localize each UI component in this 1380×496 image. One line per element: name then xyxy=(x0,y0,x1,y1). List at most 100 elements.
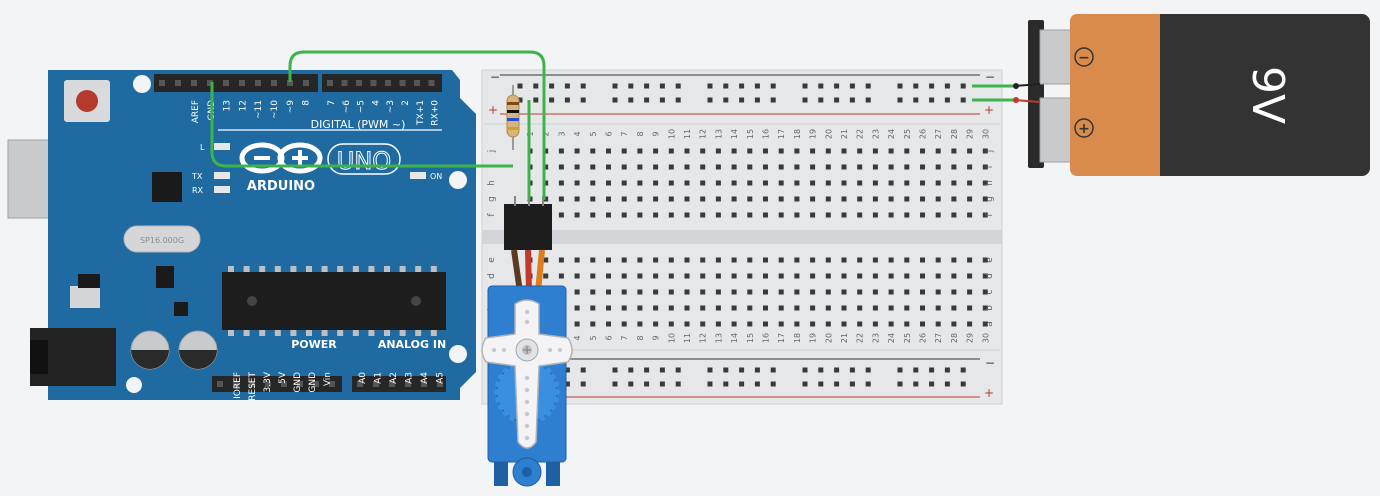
breadboard-hole[interactable] xyxy=(731,164,737,170)
breadboard-hole[interactable] xyxy=(747,196,753,202)
breadboard-hole[interactable] xyxy=(960,381,966,387)
breadboard-hole[interactable] xyxy=(628,381,634,387)
breadboard-hole[interactable] xyxy=(715,196,721,202)
breadboard-hole[interactable] xyxy=(841,257,847,263)
breadboard-hole[interactable] xyxy=(935,257,941,263)
breadboard-hole[interactable] xyxy=(612,381,618,387)
breadboard-hole[interactable] xyxy=(731,180,737,186)
breadboard-hole[interactable] xyxy=(802,367,808,373)
breadboard-hole[interactable] xyxy=(888,273,894,279)
breadboard-hole[interactable] xyxy=(967,321,973,327)
breadboard-hole[interactable] xyxy=(818,83,824,89)
breadboard-hole[interactable] xyxy=(675,83,681,89)
breadboard-hole[interactable] xyxy=(590,212,596,218)
breadboard-hole[interactable] xyxy=(778,180,784,186)
breadboard-hole[interactable] xyxy=(897,97,903,103)
breadboard-hole[interactable] xyxy=(982,164,988,170)
breadboard-hole[interactable] xyxy=(888,212,894,218)
breadboard-hole[interactable] xyxy=(628,83,634,89)
breadboard-hole[interactable] xyxy=(904,305,910,311)
breadboard-hole[interactable] xyxy=(929,381,935,387)
breadboard-hole[interactable] xyxy=(723,381,729,387)
breadboard-hole[interactable] xyxy=(564,367,570,373)
breadboard-hole[interactable] xyxy=(590,196,596,202)
header-pin-hole[interactable] xyxy=(303,80,309,86)
breadboard-hole[interactable] xyxy=(951,289,957,295)
resistor[interactable] xyxy=(506,85,520,150)
breadboard-hole[interactable] xyxy=(659,97,665,103)
breadboard-hole[interactable] xyxy=(700,196,706,202)
breadboard-hole[interactable] xyxy=(935,305,941,311)
breadboard-hole[interactable] xyxy=(590,273,596,279)
breadboard-hole[interactable] xyxy=(684,321,690,327)
header-pin-hole[interactable] xyxy=(405,381,411,387)
breadboard-hole[interactable] xyxy=(872,321,878,327)
breadboard-hole[interactable] xyxy=(653,289,659,295)
breadboard-hole[interactable] xyxy=(904,196,910,202)
breadboard-hole[interactable] xyxy=(580,367,586,373)
breadboard-hole[interactable] xyxy=(960,97,966,103)
breadboard-hole[interactable] xyxy=(794,305,800,311)
header-pin-hole[interactable] xyxy=(233,381,239,387)
breadboard-hole[interactable] xyxy=(802,381,808,387)
breadboard-hole[interactable] xyxy=(920,321,925,327)
breadboard-hole[interactable] xyxy=(715,164,721,170)
breadboard-hole[interactable] xyxy=(944,97,950,103)
breadboard-hole[interactable] xyxy=(778,164,784,170)
breadboard-hole[interactable] xyxy=(935,180,941,186)
header-pin-hole[interactable] xyxy=(223,80,229,86)
breadboard-hole[interactable] xyxy=(731,273,737,279)
breadboard-hole[interactable] xyxy=(731,305,737,311)
breadboard-hole[interactable] xyxy=(731,196,737,202)
breadboard-hole[interactable] xyxy=(960,367,966,373)
breadboard-hole[interactable] xyxy=(731,212,737,218)
breadboard-hole[interactable] xyxy=(857,321,863,327)
breadboard-hole[interactable] xyxy=(606,273,611,279)
breadboard-hole[interactable] xyxy=(872,273,878,279)
breadboard-hole[interactable] xyxy=(982,257,988,263)
breadboard-hole[interactable] xyxy=(763,273,768,279)
breadboard-hole[interactable] xyxy=(802,97,808,103)
breadboard-hole[interactable] xyxy=(857,257,863,263)
breadboard-hole[interactable] xyxy=(920,273,925,279)
breadboard-hole[interactable] xyxy=(935,196,941,202)
breadboard-hole[interactable] xyxy=(763,257,768,263)
breadboard-hole[interactable] xyxy=(621,257,627,263)
breadboard-hole[interactable] xyxy=(929,83,935,89)
breadboard-hole[interactable] xyxy=(621,164,627,170)
breadboard-hole[interactable] xyxy=(754,381,760,387)
breadboard-hole[interactable] xyxy=(668,164,674,170)
breadboard-hole[interactable] xyxy=(715,305,721,311)
breadboard-hole[interactable] xyxy=(543,196,549,202)
breadboard-hole[interactable] xyxy=(794,321,800,327)
breadboard-hole[interactable] xyxy=(967,212,973,218)
breadboard-hole[interactable] xyxy=(825,289,831,295)
breadboard-hole[interactable] xyxy=(637,321,643,327)
breadboard-hole[interactable] xyxy=(960,83,966,89)
breadboard-hole[interactable] xyxy=(857,148,863,154)
breadboard-hole[interactable] xyxy=(637,164,643,170)
breadboard-hole[interactable] xyxy=(700,289,706,295)
breadboard-hole[interactable] xyxy=(675,367,681,373)
breadboard-hole[interactable] xyxy=(574,212,580,218)
breadboard-hole[interactable] xyxy=(621,180,627,186)
breadboard-hole[interactable] xyxy=(637,289,643,295)
breadboard-hole[interactable] xyxy=(825,273,831,279)
breadboard-hole[interactable] xyxy=(747,305,753,311)
breadboard-hole[interactable] xyxy=(612,83,618,89)
breadboard-hole[interactable] xyxy=(684,305,690,311)
breadboard-hole[interactable] xyxy=(574,196,580,202)
breadboard-hole[interactable] xyxy=(857,212,863,218)
breadboard-hole[interactable] xyxy=(810,305,816,311)
breadboard-hole[interactable] xyxy=(606,305,611,311)
header-pin-hole[interactable] xyxy=(265,381,271,387)
breadboard-hole[interactable] xyxy=(590,164,596,170)
breadboard-hole[interactable] xyxy=(668,180,674,186)
breadboard-hole[interactable] xyxy=(897,381,903,387)
breadboard-hole[interactable] xyxy=(904,321,910,327)
breadboard-hole[interactable] xyxy=(967,196,973,202)
breadboard-hole[interactable] xyxy=(778,289,784,295)
breadboard-hole[interactable] xyxy=(533,83,539,89)
breadboard-hole[interactable] xyxy=(747,164,753,170)
breadboard-hole[interactable] xyxy=(778,305,784,311)
